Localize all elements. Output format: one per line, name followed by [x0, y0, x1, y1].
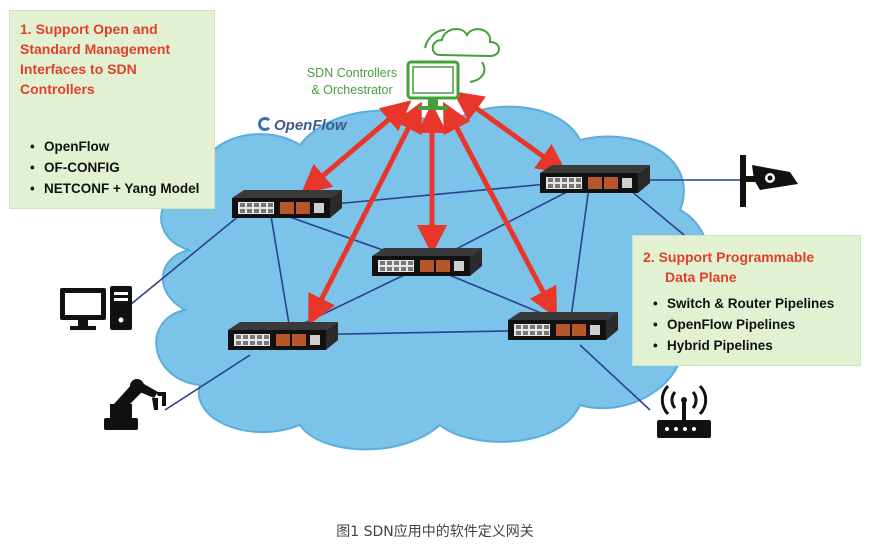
control-arrows	[300, 91, 568, 326]
list-item: NETCONF + Yang Model	[30, 178, 199, 199]
programmable-data-plane-title: 2. Support Programmable Data Plane	[643, 247, 858, 287]
box1-title-line: 1. Support Open and	[20, 21, 158, 37]
network-switch-icon	[372, 248, 482, 276]
list-item: OpenFlow	[30, 136, 199, 157]
wifi-router-icon	[657, 384, 711, 438]
box1-title-line: Interfaces to SDN	[20, 61, 137, 77]
programmable-data-plane-list: Switch & Router Pipelines OpenFlow Pipel…	[651, 293, 834, 356]
monitor-icon	[406, 60, 460, 110]
box1-title-line: Controllers	[20, 81, 95, 97]
list-item: OpenFlow Pipelines	[653, 314, 834, 335]
programmable-data-plane-box: 2. Support Programmable Data Plane Switc…	[632, 235, 861, 366]
controller-label: SDN Controllers & Orchestrator	[300, 65, 404, 99]
management-interfaces-title: 1. Support Open and Standard Management …	[20, 19, 215, 99]
list-item: Hybrid Pipelines	[653, 335, 834, 356]
controller-label-line-2: & Orchestrator	[311, 83, 393, 97]
cloud-icon	[424, 28, 500, 83]
list-item: Switch & Router Pipelines	[653, 293, 834, 314]
box1-title-line: Standard Management	[20, 41, 171, 57]
box2-title-line: Data Plane	[665, 269, 737, 285]
network-switch-icon	[232, 190, 342, 218]
box2-title-line: 2. Support Programmable	[643, 249, 815, 265]
list-item: OF-CONFIG	[30, 157, 199, 178]
network-switch-icon	[508, 312, 618, 340]
figure-caption: 图1 SDN应用中的软件定义网关	[336, 524, 534, 540]
robot-arm-icon	[104, 379, 166, 430]
security-camera-icon	[740, 155, 798, 207]
network-switch-icon	[228, 322, 338, 350]
network-switch-icon	[540, 165, 650, 193]
management-interfaces-box: 1. Support Open and Standard Management …	[9, 10, 215, 209]
controller-label-line-1: SDN Controllers	[306, 66, 398, 80]
openflow-logo: OpenFlow	[258, 117, 347, 134]
management-interfaces-list: OpenFlow OF-CONFIG NETCONF + Yang Model	[28, 136, 199, 199]
openflow-logo-icon	[258, 117, 272, 131]
desktop-computer-icon	[60, 286, 132, 330]
openflow-logo-text: OpenFlow	[274, 117, 347, 134]
